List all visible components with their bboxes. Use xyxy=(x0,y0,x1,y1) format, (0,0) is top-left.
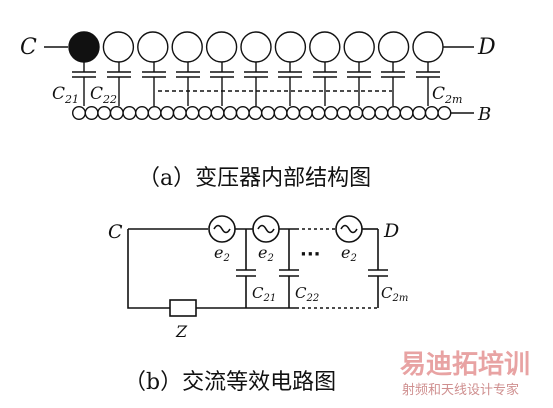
winding-capacitors xyxy=(72,62,440,106)
winding-capacitor xyxy=(347,62,371,106)
caption-b: （b）交流等效电路图 xyxy=(124,370,336,395)
impedance-z xyxy=(169,299,197,317)
ground-turn xyxy=(336,105,351,120)
source-label-2: e2 xyxy=(258,243,274,264)
terminal-c-label: C xyxy=(20,35,37,60)
winding-turns xyxy=(68,31,444,63)
terminal-c-label-b: C xyxy=(108,221,123,243)
ground-turn xyxy=(273,105,288,120)
ground-turn xyxy=(387,105,402,120)
ground-turn xyxy=(298,105,313,120)
winding-turn-start xyxy=(68,31,100,63)
ground-turn xyxy=(109,105,124,120)
source-label-1: e2 xyxy=(214,243,230,264)
watermark-tagline: 射频和天线设计专家 xyxy=(402,382,519,398)
terminal-b-label: B xyxy=(477,104,491,125)
ground-turn xyxy=(374,105,389,120)
ground-turn xyxy=(160,105,175,120)
wire-left-loop xyxy=(127,229,170,309)
ground-turn xyxy=(361,105,376,120)
ground-turn xyxy=(122,105,137,120)
capacitor-c2m xyxy=(368,229,388,308)
winding-capacitor xyxy=(244,62,268,106)
winding-turn xyxy=(205,31,238,63)
ground-turn xyxy=(197,105,212,120)
ground-turn xyxy=(286,105,301,120)
winding-turn xyxy=(412,31,444,63)
winding-capacitor xyxy=(416,62,440,106)
ground-turn xyxy=(172,105,187,120)
ground-turn xyxy=(412,105,427,120)
cap-label-b-c21: C21 xyxy=(252,284,276,304)
figure-a-labels: C D B C21 C22 C2m （a）变压器内部结构图 xyxy=(20,35,496,191)
ground-turn xyxy=(424,105,439,120)
caption-a: （a）变压器内部结构图 xyxy=(138,166,371,191)
winding-turn xyxy=(377,31,410,63)
ground-layer-turns xyxy=(71,105,452,120)
ac-wave-icon xyxy=(257,224,275,234)
ground-turn xyxy=(248,105,263,120)
ground-turn xyxy=(97,105,112,120)
ground-turn xyxy=(311,105,326,120)
ground-turn xyxy=(399,105,414,120)
series-dots: ··· xyxy=(300,244,321,265)
cap-label-b-c22: C22 xyxy=(295,284,319,304)
winding-turn xyxy=(274,31,307,63)
figure-b xyxy=(127,215,388,317)
winding-turn xyxy=(343,31,375,63)
cap-label-c22: C22 xyxy=(90,84,117,106)
winding-turn xyxy=(171,31,203,63)
winding-capacitor xyxy=(313,62,337,106)
terminal-d-label-b: D xyxy=(383,220,399,242)
terminal-d-label: D xyxy=(477,35,496,60)
winding-turn xyxy=(102,31,135,63)
ground-turn xyxy=(223,105,238,120)
cap-label-c2m: C2m xyxy=(432,84,462,106)
figure-b-labels: C D e2 e2 e2 ··· C21 C22 C2m Z （b）交流等效电路… xyxy=(108,220,408,395)
voltage-source-m xyxy=(335,215,363,243)
capacitor-c22 xyxy=(279,229,299,308)
ground-turn xyxy=(185,105,200,120)
ground-turn xyxy=(324,105,339,120)
ground-turn xyxy=(134,105,149,120)
winding-turn xyxy=(137,31,169,63)
ground-turn xyxy=(437,105,452,120)
ground-turn xyxy=(84,105,99,120)
capacitor-c21 xyxy=(236,229,256,308)
ac-wave-icon xyxy=(340,224,358,234)
ground-turn xyxy=(235,105,250,120)
impedance-label: Z xyxy=(175,322,188,341)
winding-capacitor xyxy=(210,62,234,106)
source-label-m: e2 xyxy=(341,243,357,264)
voltage-source-1 xyxy=(208,215,236,243)
ground-turn xyxy=(147,105,162,120)
winding-capacitor xyxy=(142,62,166,106)
ground-turn xyxy=(349,105,364,120)
winding-capacitor xyxy=(72,62,96,106)
watermark: 易迪拓培训 射频和天线设计专家 xyxy=(400,350,530,398)
ground-turn xyxy=(261,105,276,120)
ac-wave-icon xyxy=(213,224,231,234)
winding-capacitor xyxy=(278,62,302,106)
figure-a xyxy=(44,31,474,120)
winding-capacitor xyxy=(107,62,131,106)
winding-capacitor xyxy=(381,62,405,106)
winding-turn xyxy=(240,31,272,63)
ground-turn xyxy=(71,105,86,120)
voltage-source-2 xyxy=(252,215,280,243)
cap-label-b-c2m: C2m xyxy=(381,284,408,304)
cap-label-c21: C21 xyxy=(52,84,79,106)
watermark-brand: 易迪拓培训 xyxy=(400,350,530,380)
ground-turn xyxy=(210,105,225,120)
winding-turn xyxy=(309,31,341,63)
winding-capacitor xyxy=(176,62,200,106)
